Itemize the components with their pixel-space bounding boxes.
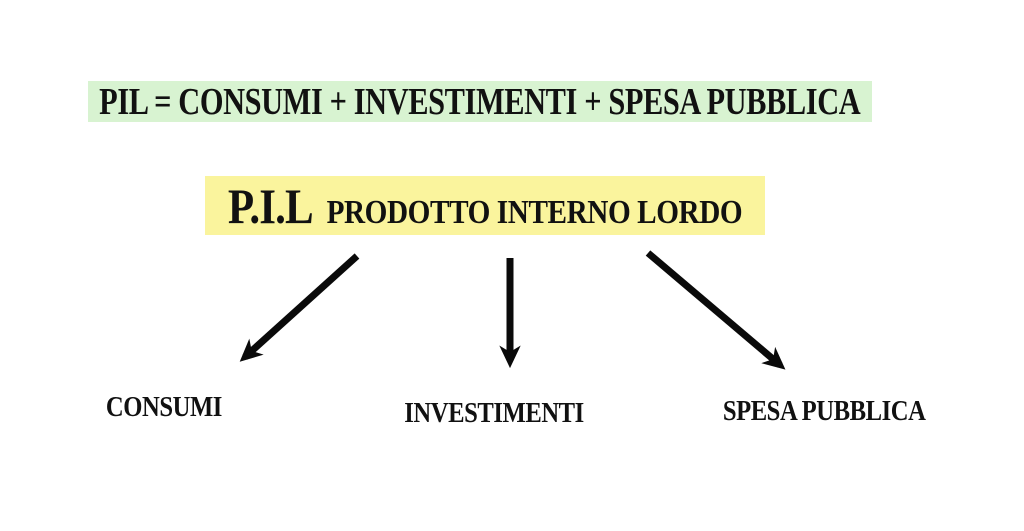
component-label-investimenti-text: INVESTIMENTI	[404, 398, 584, 429]
formula-text: PIL = CONSUMI + INVESTIMENTI + SPESA PUB…	[99, 80, 861, 123]
component-label-consumi: CONSUMI	[14, 394, 314, 422]
arrow-to-spesa-pubblica	[645, 250, 786, 370]
component-label-spesa-pubblica: SPESA PUBBLICA	[674, 398, 974, 426]
pil-title-inner: P.I.L PRODOTTO INTERNO LORDO	[227, 177, 743, 234]
pil-abbreviation: P.I.L	[227, 177, 314, 234]
component-label-consumi-text: CONSUMI	[105, 392, 223, 423]
component-label-investimenti: INVESTIMENTI	[344, 400, 644, 428]
pil-full-name: PRODOTTO INTERNO LORDO	[326, 193, 743, 231]
formula-banner: PIL = CONSUMI + INVESTIMENTI + SPESA PUB…	[88, 81, 872, 122]
pil-title-banner: P.I.L PRODOTTO INTERNO LORDO	[205, 176, 765, 235]
component-label-spesa-pubblica-text: SPESA PUBBLICA	[722, 396, 926, 427]
arrow-to-consumi	[239, 253, 360, 362]
